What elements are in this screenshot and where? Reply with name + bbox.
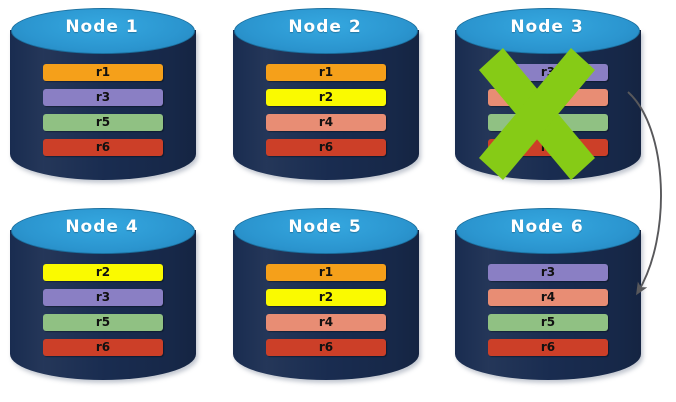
node-cylinder-top xyxy=(234,8,418,54)
node-cylinder-body xyxy=(455,230,641,380)
node-cylinder-top xyxy=(456,208,640,254)
replica-row-r1[interactable]: r1 xyxy=(43,64,163,81)
node-cylinder-top xyxy=(11,8,195,54)
replica-row-r6[interactable]: r6 xyxy=(266,139,386,156)
replica-row-r3[interactable]: r3 xyxy=(488,64,608,81)
replica-row-r4[interactable]: r4 xyxy=(488,289,608,306)
replica-row-r4[interactable]: r4 xyxy=(266,114,386,131)
replica-row-list: r3 r4 r5 r6 xyxy=(488,264,608,356)
replica-row-r4[interactable]: r4 xyxy=(266,314,386,331)
replica-row-r6[interactable]: r6 xyxy=(266,339,386,356)
replica-row-list: r3 r4 r5 r6 xyxy=(488,64,608,156)
replica-row-list: r1 r2 r4 r6 xyxy=(266,264,386,356)
replica-row-r6[interactable]: r6 xyxy=(488,339,608,356)
replica-row-r3[interactable]: r3 xyxy=(488,264,608,281)
replica-row-r5[interactable]: r5 xyxy=(43,314,163,331)
replica-row-r1[interactable]: r1 xyxy=(266,64,386,81)
replica-row-r2[interactable]: r2 xyxy=(266,289,386,306)
replica-row-r5[interactable]: r5 xyxy=(488,314,608,331)
replica-row-r2[interactable]: r2 xyxy=(266,89,386,106)
replica-row-r6[interactable]: r6 xyxy=(43,339,163,356)
node-cylinder-top xyxy=(11,208,195,254)
replica-row-r5[interactable]: r5 xyxy=(43,114,163,131)
replica-row-list: r2 r3 r5 r6 xyxy=(43,264,163,356)
replica-row-r4[interactable]: r4 xyxy=(488,89,608,106)
replica-row-r3[interactable]: r3 xyxy=(43,289,163,306)
replica-row-r3[interactable]: r3 xyxy=(43,89,163,106)
node-cylinder-top xyxy=(234,208,418,254)
replica-row-r6[interactable]: r6 xyxy=(488,139,608,156)
replica-row-r5[interactable]: r5 xyxy=(488,114,608,131)
node-cylinder-top xyxy=(456,8,640,54)
replica-row-list: r1 r3 r5 r6 xyxy=(43,64,163,156)
replica-row-r1[interactable]: r1 xyxy=(266,264,386,281)
replica-row-r2[interactable]: r2 xyxy=(43,264,163,281)
replica-row-r6[interactable]: r6 xyxy=(43,139,163,156)
replica-row-list: r1 r2 r4 r6 xyxy=(266,64,386,156)
